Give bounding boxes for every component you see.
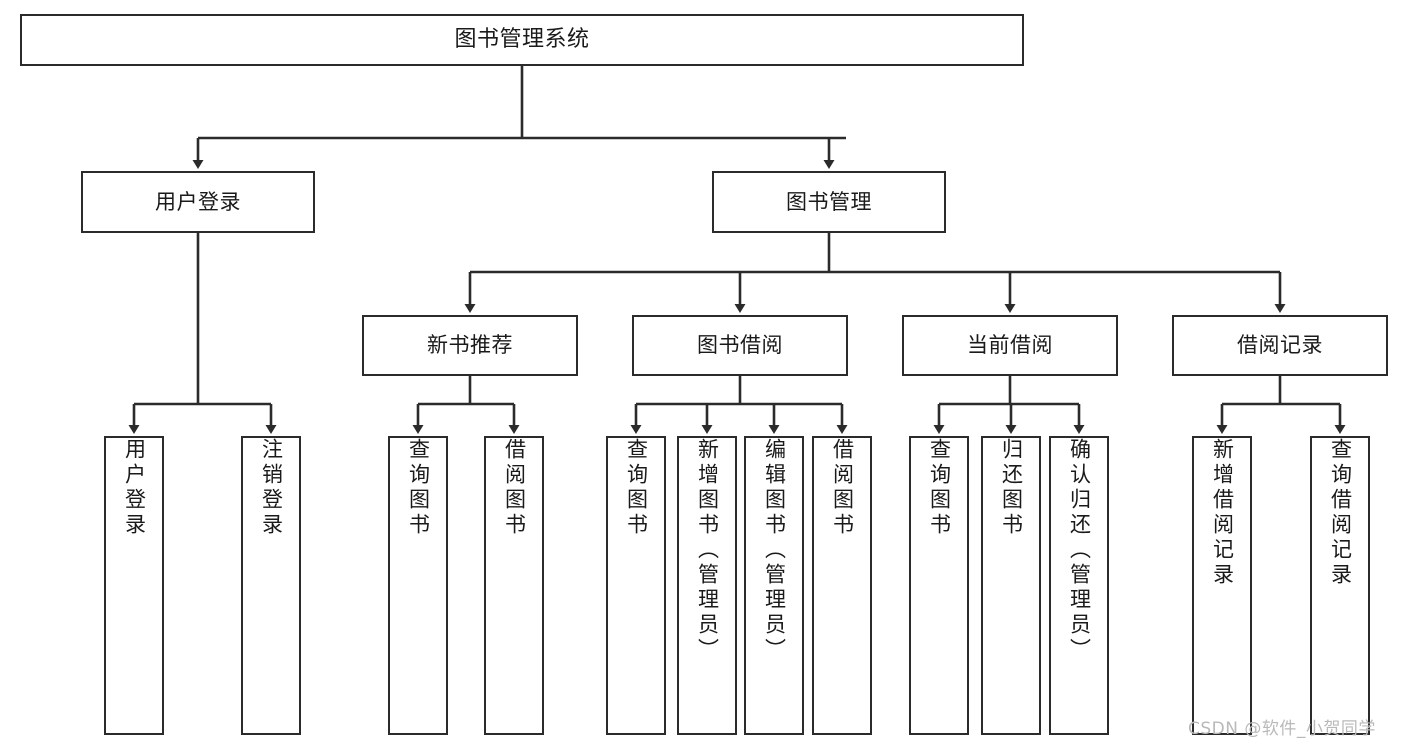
leaf-edit-book-label: 编辑图书（管理员） — [762, 438, 787, 663]
leaf-borrow-book-1[interactable]: 借阅图书 — [484, 436, 544, 735]
leaf-return-book-label: 归还图书 — [999, 438, 1024, 538]
leaf-add-book[interactable]: 新增图书（管理员） — [677, 436, 737, 735]
node-book-borrow[interactable]: 图书借阅 — [632, 315, 848, 376]
leaf-logout-label: 注销登录 — [259, 438, 284, 538]
node-user-login-label: 用户登录 — [155, 189, 241, 214]
leaf-borrow-book-2[interactable]: 借阅图书 — [812, 436, 872, 735]
csdn-watermark: CSDN @软件_小贺同学 — [1188, 719, 1376, 739]
node-borrow-record-label: 借阅记录 — [1237, 333, 1323, 358]
leaf-query-book-3-label: 查询图书 — [927, 438, 952, 538]
leaf-query-book-3[interactable]: 查询图书 — [909, 436, 969, 735]
leaf-confirm-return[interactable]: 确认归还（管理员） — [1049, 436, 1109, 735]
leaf-query-book-1-label: 查询图书 — [406, 438, 431, 538]
leaf-add-record[interactable]: 新增借阅记录 — [1192, 436, 1252, 735]
node-current-borrow[interactable]: 当前借阅 — [902, 315, 1118, 376]
node-borrow-record[interactable]: 借阅记录 — [1172, 315, 1388, 376]
leaf-logout[interactable]: 注销登录 — [241, 436, 301, 735]
leaf-query-record[interactable]: 查询借阅记录 — [1310, 436, 1370, 735]
leaf-edit-book[interactable]: 编辑图书（管理员） — [744, 436, 804, 735]
node-root[interactable]: 图书管理系统 — [20, 14, 1024, 66]
leaf-return-book[interactable]: 归还图书 — [981, 436, 1041, 735]
node-user-login[interactable]: 用户登录 — [81, 171, 315, 233]
leaf-add-book-label: 新增图书（管理员） — [695, 438, 720, 663]
leaf-user-login[interactable]: 用户登录 — [104, 436, 164, 735]
leaf-borrow-book-2-label: 借阅图书 — [830, 438, 855, 538]
node-book-manage-label: 图书管理 — [786, 189, 872, 214]
leaf-query-book-1[interactable]: 查询图书 — [388, 436, 448, 735]
node-new-book-rec[interactable]: 新书推荐 — [362, 315, 578, 376]
node-book-borrow-label: 图书借阅 — [697, 333, 783, 358]
leaf-query-record-label: 查询借阅记录 — [1328, 438, 1353, 588]
leaf-add-record-label: 新增借阅记录 — [1210, 438, 1235, 588]
leaf-confirm-return-label: 确认归还（管理员） — [1067, 438, 1092, 663]
node-current-borrow-label: 当前借阅 — [967, 333, 1053, 358]
leaf-query-book-2-label: 查询图书 — [624, 438, 649, 538]
leaf-user-login-label: 用户登录 — [122, 438, 147, 538]
leaf-borrow-book-1-label: 借阅图书 — [502, 438, 527, 538]
node-book-manage[interactable]: 图书管理 — [712, 171, 946, 233]
node-root-label: 图书管理系统 — [454, 27, 590, 53]
node-new-book-rec-label: 新书推荐 — [427, 333, 513, 358]
leaf-query-book-2[interactable]: 查询图书 — [606, 436, 666, 735]
